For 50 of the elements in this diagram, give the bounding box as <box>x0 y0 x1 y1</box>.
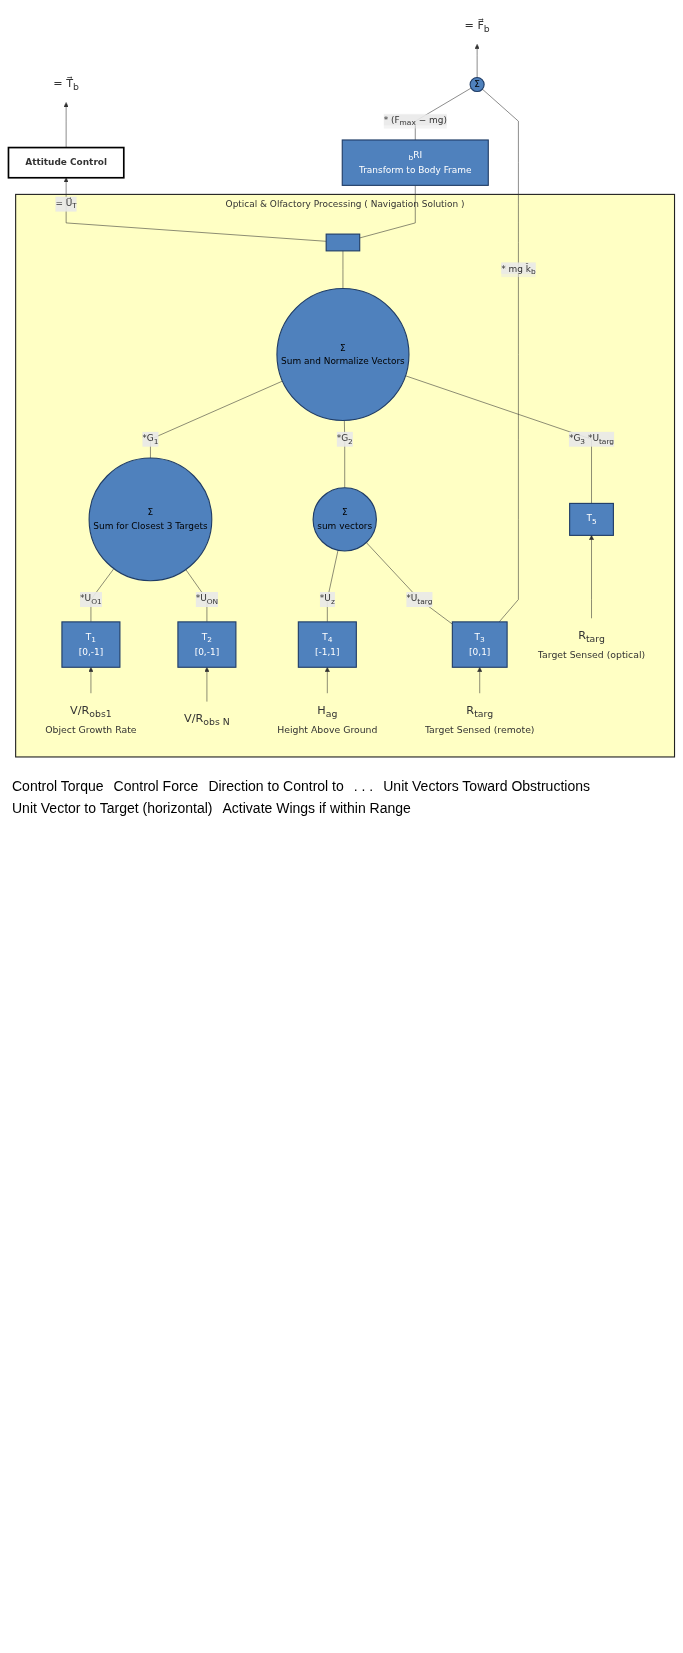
connector <box>185 569 208 623</box>
node-box <box>325 233 361 252</box>
node-label: Target Sensed (remote) <box>424 724 535 736</box>
node-box: T$_{1}$ [0,-1] <box>61 621 121 668</box>
node-label: Height Above Ground <box>277 724 378 736</box>
node-box: T$_{5}$ <box>569 502 614 536</box>
connector <box>342 250 344 289</box>
node-text: H$_{ag}$ <box>317 703 338 719</box>
node-label: Object Growth Rate <box>45 724 137 736</box>
edge-label: *U$_{z}$ <box>319 593 335 606</box>
note-label: Activate Wings if within Range <box>222 800 411 817</box>
note-label: Unit Vector to Target (horizontal) <box>12 800 213 817</box>
edge-label: *U$_{targ}$ <box>406 593 433 606</box>
edge-label: *U$_{O1}$ <box>80 593 102 606</box>
note-label: Unit Vectors Toward Obstructions <box>383 778 590 795</box>
connector <box>90 568 115 623</box>
node-text: R$_{targ}$ <box>466 703 494 719</box>
connector <box>344 420 345 488</box>
edge-label: *U$_{ON}$ <box>195 593 219 606</box>
node-box: Attitude Control <box>7 146 125 179</box>
note-label: . . . <box>353 778 374 795</box>
connector <box>150 380 283 459</box>
node-box: T$_{4}$ [-1,1] <box>297 621 357 668</box>
edge-label: = U⃗$_{T}$ <box>55 197 77 211</box>
node-box: T$_{2}$ [0,-1] <box>177 621 237 668</box>
node-box: $_{b}$RI Transform to Body Frame <box>341 139 489 186</box>
connector <box>405 375 592 504</box>
node-circle: Σ Sum for Closest 3 Targets <box>88 457 213 582</box>
connector <box>327 550 339 623</box>
node-text: V/R$_{obs1}$ <box>70 703 112 719</box>
node-circle: Σ <box>469 76 485 93</box>
node-text: = T⃗$_{b}$ <box>53 76 79 93</box>
edge-label: * mg k̂$_{b}$ <box>501 263 536 276</box>
edge-label: *G$_{3}$ *U$_{targ}$ <box>568 432 615 446</box>
node-circle: Σ Sum and Normalize Vectors <box>276 287 410 422</box>
note-label: Control Torque <box>12 778 104 795</box>
note-label: Control Force <box>113 778 199 795</box>
connector <box>359 185 416 239</box>
node-circle: Σ sum vectors <box>312 487 377 552</box>
edge-label: * (F$_{max}$ − mg) <box>383 114 447 128</box>
edge-label: *G$_{1}$ <box>142 432 159 446</box>
node-text: R$_{targ}$ <box>578 628 605 645</box>
node-label: Target Sensed (optical) <box>537 649 646 661</box>
node-box: T$_{3}$ [0,1] <box>451 621 508 668</box>
edge-label: *G$_{2}$ <box>336 432 353 446</box>
connector <box>366 542 453 625</box>
node-text: V/R$_{obs N}$ <box>184 711 230 728</box>
note-label: Direction to Control to <box>208 778 344 795</box>
node-text: = F⃗$_{b}$ <box>464 18 490 35</box>
connector <box>482 88 519 623</box>
